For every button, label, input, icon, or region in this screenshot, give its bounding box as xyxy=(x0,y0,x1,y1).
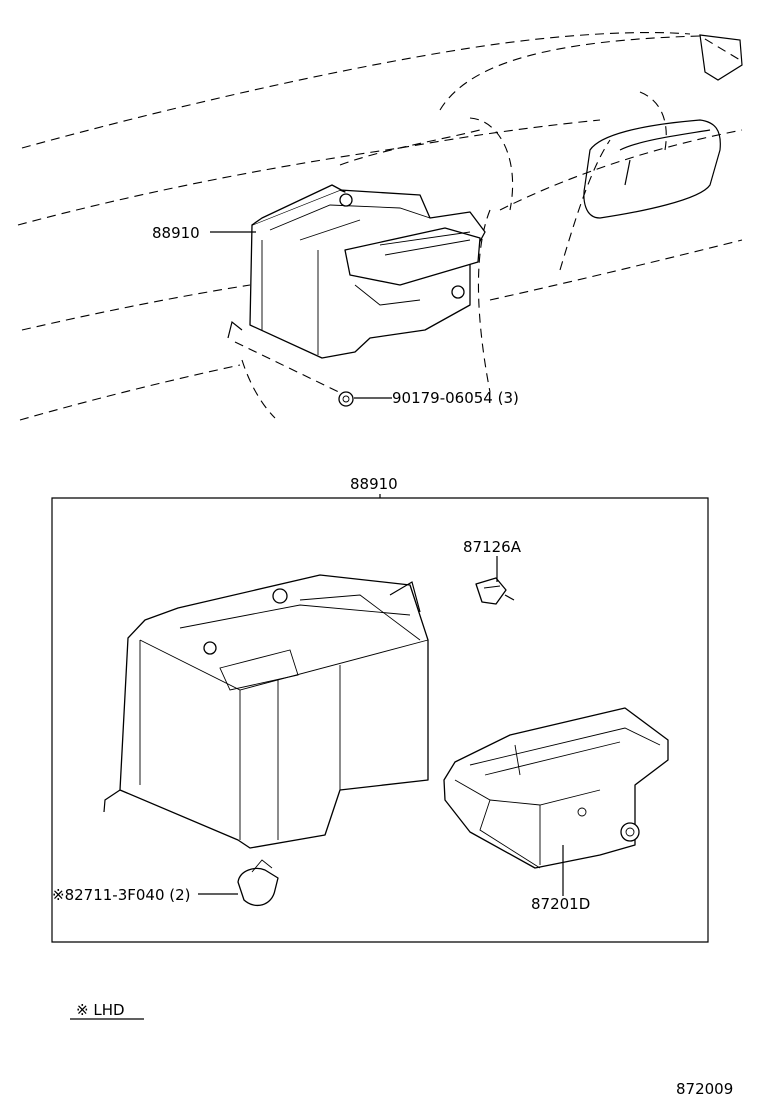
label-unit: 87201D xyxy=(531,895,590,913)
air-duct-unit xyxy=(443,707,669,869)
clip-part xyxy=(475,577,515,605)
air-duct-case xyxy=(103,574,429,849)
label-clamp: ※82711-3F040 (2) xyxy=(52,886,191,904)
label-top-assembly: 88910 xyxy=(152,224,200,242)
bolt-icon xyxy=(338,391,354,407)
label-box-assembly: 88910 xyxy=(350,475,398,493)
dashboard-outline xyxy=(17,31,743,421)
exploded-frame xyxy=(51,497,709,943)
label-clip: 87126A xyxy=(463,538,522,556)
figure-code: 872009 xyxy=(676,1080,733,1098)
note-lhd: ※ LHD xyxy=(76,1001,125,1019)
installed-assembly xyxy=(227,184,486,359)
label-bolt: 90179-06054 (3) xyxy=(392,389,519,407)
clamp-part xyxy=(237,859,279,907)
